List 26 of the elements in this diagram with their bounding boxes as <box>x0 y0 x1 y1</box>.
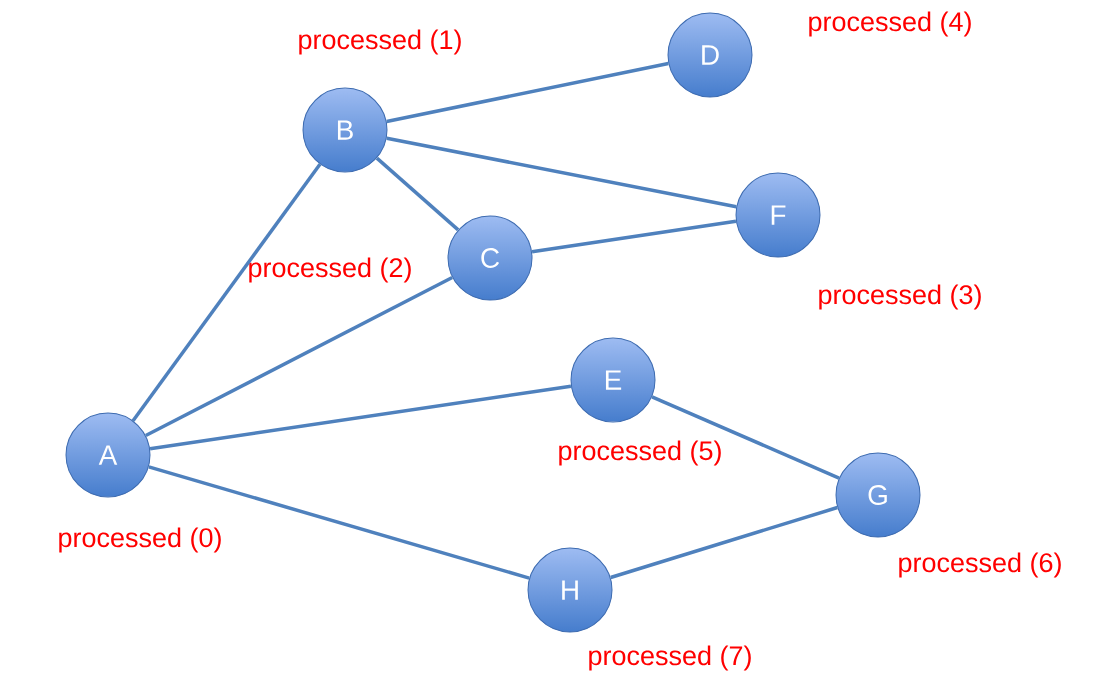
node-label: processed (0) <box>59 527 221 553</box>
edge-line <box>531 219 737 254</box>
node-label: processed (1) <box>299 29 461 55</box>
node-label: processed (4) <box>809 11 971 37</box>
node-label: processed (7) <box>589 645 751 671</box>
node-label: processed (6) <box>899 552 1061 578</box>
edge-line <box>144 275 454 438</box>
edge-line <box>149 384 572 451</box>
edge-line <box>651 395 840 480</box>
graph-node: F <box>735 172 821 258</box>
graph-node: G <box>835 452 921 538</box>
edge-line <box>386 136 737 209</box>
edge-line <box>148 465 530 580</box>
graph-node: E <box>570 337 656 423</box>
graph-node: H <box>527 547 613 633</box>
node-label: processed (3) <box>819 284 981 310</box>
graph-node: C <box>447 215 533 301</box>
edge-line <box>375 156 460 232</box>
node-label: processed (2) <box>249 257 411 283</box>
edge-line <box>610 505 838 580</box>
edge-line <box>131 163 322 422</box>
edge-line <box>386 61 669 124</box>
graph-node: B <box>302 87 388 173</box>
graph-node: D <box>667 12 753 98</box>
node-label: processed (5) <box>559 440 721 466</box>
graph-node: A <box>65 412 151 498</box>
